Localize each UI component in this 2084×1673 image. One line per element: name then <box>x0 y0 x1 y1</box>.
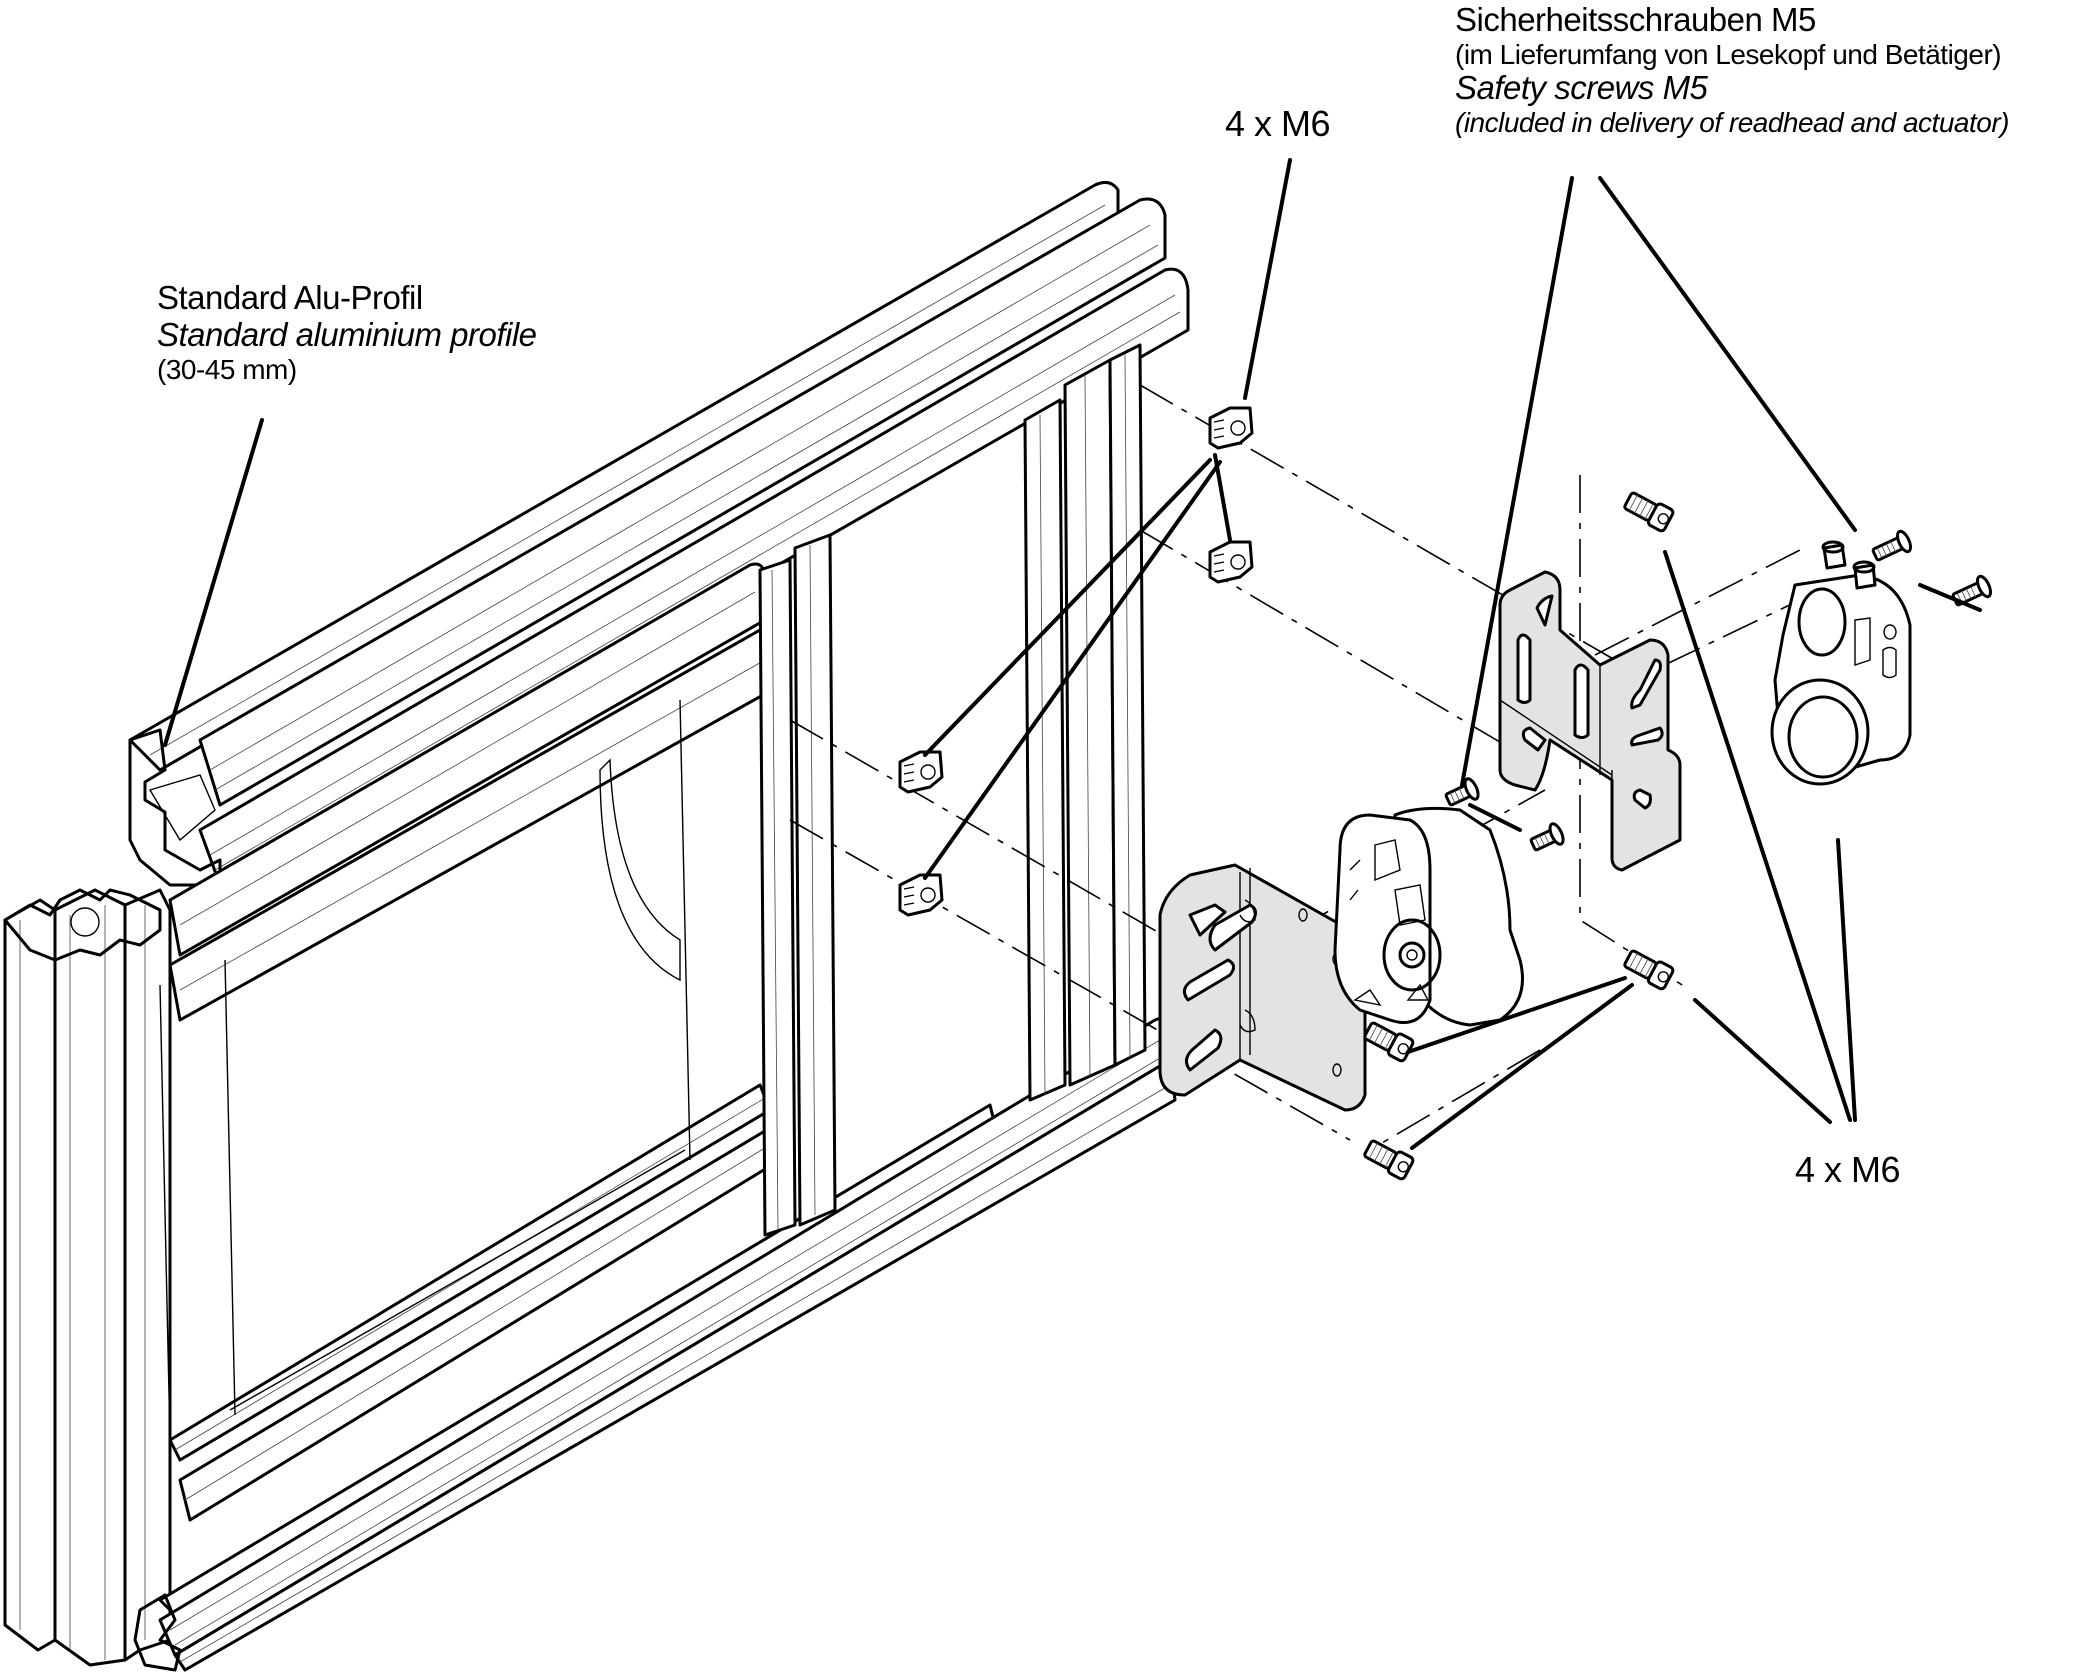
left-vertical-profile <box>3 888 172 1667</box>
safety-screws-m5 <box>1444 529 1992 852</box>
aluminium-frame <box>3 180 1190 1672</box>
t-nut <box>1208 406 1254 450</box>
leader-screws-2 <box>1836 838 1857 1122</box>
t-nuts <box>898 406 1254 917</box>
leader-nuts-3 <box>923 458 1212 757</box>
t-nut <box>898 873 944 917</box>
leader-lines <box>163 158 1982 1150</box>
leader-safety-4 <box>1468 803 1522 832</box>
label-profile-size: (30-45 mm) <box>157 353 297 385</box>
mounting-bracket-lower <box>1158 863 1367 1112</box>
readhead <box>1770 540 1912 786</box>
center-vertical-profile <box>758 533 837 1237</box>
right-vertical-profile <box>1023 343 1147 1102</box>
bottom-profile <box>133 1017 1177 1672</box>
label-screws-en: Safety screws M5 <box>1455 69 1708 107</box>
opening-frame <box>159 699 691 1441</box>
leader-nuts-1 <box>1243 158 1292 400</box>
safety-screw <box>1871 529 1912 562</box>
label-screws-m6: 4 x M6 <box>1795 1149 1901 1190</box>
leader-nuts-2 <box>1213 453 1232 542</box>
safety-screw <box>1444 777 1480 807</box>
label-safety-screws: Sicherheitsschrauben M5 (im Lieferumfang… <box>1455 1 2009 139</box>
cap-screw <box>1363 1021 1415 1063</box>
t-nut <box>1208 540 1254 584</box>
leader-screws-5 <box>1693 998 1832 1124</box>
cap-screw <box>1623 949 1675 991</box>
leader-safety-1 <box>1460 176 1574 787</box>
label-screws-de: Sicherheitsschrauben M5 <box>1455 1 1816 38</box>
leader-nuts-4 <box>923 460 1222 880</box>
label-nuts-m6: 4 x M6 <box>1225 103 1331 144</box>
label-screws-en-note: (included in delivery of readhead and ac… <box>1455 107 2009 139</box>
leader-screws-3 <box>1406 976 1627 1054</box>
leader-profile <box>163 418 264 747</box>
label-profile-en: Standard aluminium profile <box>157 315 537 353</box>
leader-screws-4 <box>1410 983 1634 1150</box>
leader-safety-2 <box>1598 176 1857 532</box>
actuator <box>1333 806 1524 1027</box>
top-profile <box>128 180 1190 887</box>
label-aluminium-profile: Standard Alu-Profil Standard aluminium p… <box>157 279 537 385</box>
cap-screw <box>1623 491 1675 533</box>
cap-screws-m6 <box>1363 491 1675 1181</box>
leader-safety-3 <box>1918 583 1982 612</box>
cap-screw <box>1363 1139 1415 1181</box>
safety-screw <box>1529 822 1565 852</box>
label-profile-de: Standard Alu-Profil <box>157 279 423 316</box>
leader-screws-1 <box>1663 550 1852 1122</box>
t-nut <box>898 750 944 794</box>
label-screws-de-note: (im Lieferumfang von Lesekopf und Betäti… <box>1455 38 2002 70</box>
mounting-bracket-upper <box>1498 570 1682 872</box>
